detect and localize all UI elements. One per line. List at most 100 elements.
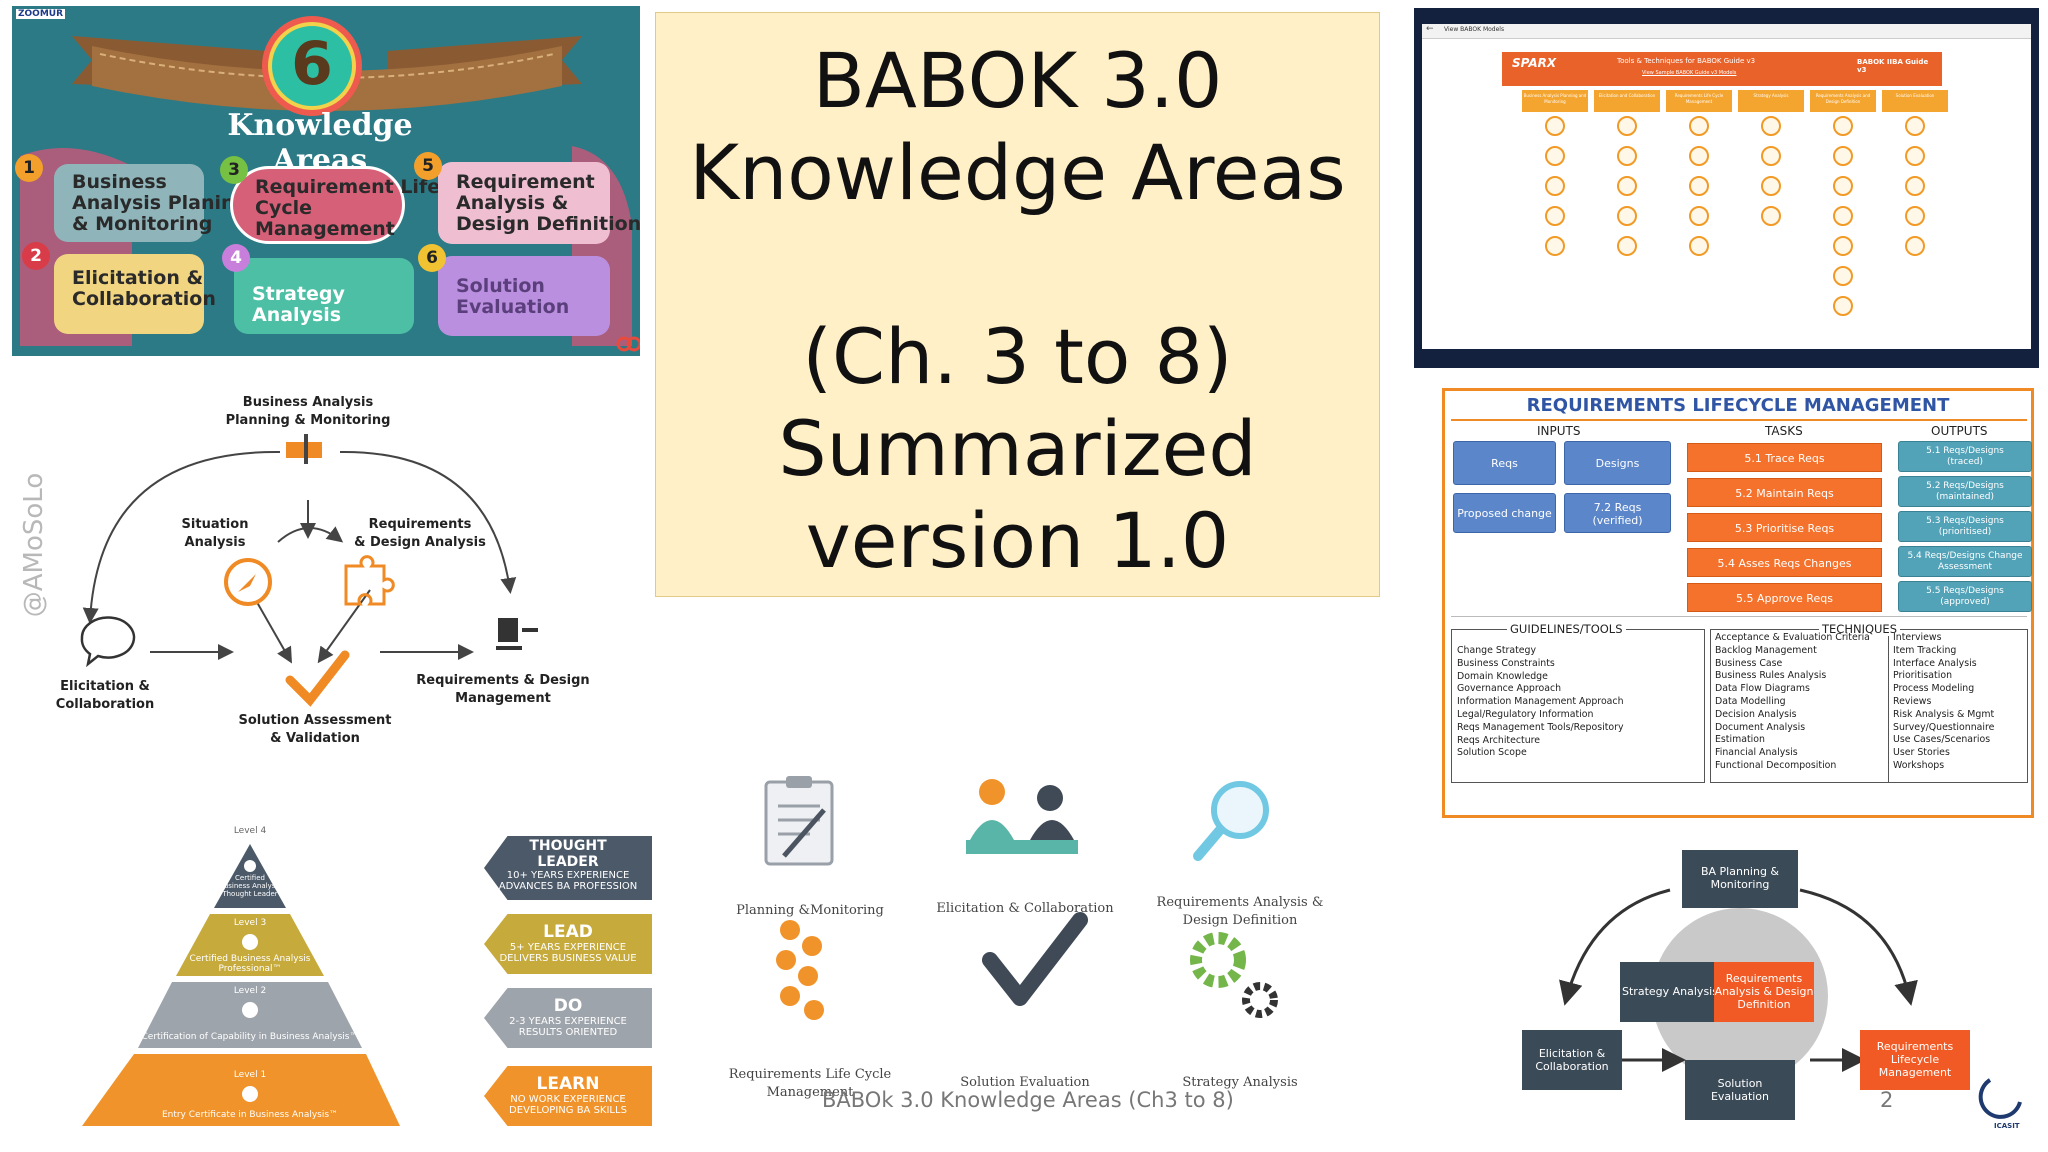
label-situation: Situation Analysis: [181, 517, 249, 550]
tag-title: LEARN: [536, 1074, 600, 1094]
list-item: Business Case: [1715, 657, 1783, 669]
icon-label-radd: Requirements Analysis & Design Definitio…: [1156, 895, 1324, 928]
ka-num-1: 1: [15, 154, 43, 182]
label-management: Requirements & Design Management: [416, 673, 590, 706]
babok-logo: BABOK IIBA Guide v3: [1857, 58, 1929, 74]
list-item: Estimation: [1715, 734, 1765, 746]
sample-models-link[interactable]: View Sample BABOK Guide v3 Models: [1642, 70, 1737, 76]
task-2: 5.2 Maintain Reqs: [1687, 478, 1882, 507]
sparx-col-6[interactable]: Solution Evaluation: [1882, 90, 1948, 112]
techniques-list-b: Interviews Item Tracking Interface Analy…: [1893, 632, 1994, 773]
sparx-col-1[interactable]: Business Analysis Planning and Monitorin…: [1522, 90, 1588, 112]
app-footer: [1422, 349, 2031, 360]
rlm-title: REQUIREMENTS LIFECYCLE MANAGEMENT: [1526, 395, 1950, 416]
ka-box-5: Requirement Analysis & Design Definition: [438, 162, 640, 244]
list-item: Risk Analysis & Mgmt: [1893, 708, 1995, 720]
list-item: Interviews: [1893, 632, 1942, 643]
list-item: Item Tracking: [1893, 644, 1957, 656]
icon-grid-graphics: [764, 776, 1278, 1020]
sparx-col-2[interactable]: Elicitation and Collaboration: [1594, 90, 1660, 112]
knowledge-areas-infographic: ZOOMUR 6 Knowledge Areas Business Analys…: [12, 6, 640, 356]
tag-subtitle: 2-3 YEARS EXPERIENCE RESULTS ORIENTED: [509, 1016, 627, 1038]
output-4: 5.4 Reqs/Designs Change Assessment: [1898, 546, 2032, 577]
back-icon[interactable]: ←: [1426, 24, 1434, 34]
output-2: 5.2 Reqs/Designs (maintained): [1898, 476, 2032, 507]
pyramid-level-3: Level 3: [233, 918, 267, 928]
label-req-design: Requirements & Design Analysis: [354, 517, 486, 550]
cycle-node-rlcm: Requirements Lifecycle Management: [1860, 1030, 1970, 1090]
list-item: Solution Scope: [1457, 747, 1527, 759]
outputs-heading: OUTPUTS: [1931, 424, 1988, 438]
pyramid-level-2-text: Certification of Capability in Business …: [141, 1032, 359, 1042]
list-item: Prioritisation: [1893, 670, 1953, 682]
techniques-list-a: Acceptance & Evaluation Criteria Backlog…: [1715, 632, 1870, 773]
list-item: Workshops: [1893, 759, 1945, 771]
lifecycle-arrows: [80, 434, 538, 707]
ka-box-1: Business Analysis Planing & Monitoring: [54, 164, 248, 242]
ka-box-6: Solution Evaluation: [438, 256, 610, 336]
cycle-node-strategy: Strategy Analysis: [1620, 962, 1720, 1022]
cycle-node-radd: Requirements Analysis & Design Definitio…: [1714, 962, 1814, 1022]
rlm-panel: REQUIREMENTS LIFECYCLE MANAGEMENT INPUTS…: [1442, 388, 2034, 818]
brand-logo: ZOOMUR: [16, 9, 66, 19]
list-item: Data Flow Diagrams: [1715, 683, 1810, 695]
list-item: Data Modelling: [1715, 695, 1786, 707]
ka-label: Requirement Life Cycle Management: [255, 176, 441, 240]
list-item: Domain Knowledge: [1457, 670, 1548, 682]
techniques-box-b: [1888, 629, 2028, 783]
ka-label: Solution Evaluation: [456, 275, 570, 318]
pyramid-level-4: Level 4: [233, 826, 267, 836]
icon-label-solution: Solution Evaluation: [960, 1075, 1090, 1090]
techniques-box-a: [1710, 629, 1889, 783]
input-reqs: Reqs: [1453, 441, 1556, 485]
icon-label-rlcm: Requirements Life Cycle Management: [728, 1067, 892, 1100]
ka-num-6: 6: [418, 244, 446, 272]
sparx-brand: SPARX: [1512, 56, 1557, 70]
list-item: Process Modeling: [1893, 683, 1975, 695]
title-divider: [1451, 419, 2027, 421]
title-line-3: (Ch. 3 to 8): [802, 312, 1233, 401]
sparx-col-5[interactable]: Requirements Analysis and Design Definit…: [1810, 90, 1876, 112]
sparx-col-4[interactable]: Strategy Analysis: [1738, 90, 1804, 112]
tag-subtitle: 5+ YEARS EXPERIENCE DELIVERS BUSINESS VA…: [499, 942, 637, 964]
ka-box-3: Requirement Life Cycle Management: [230, 166, 440, 244]
pyramid-level-3-text: Certified Business Analysis Professional…: [189, 954, 311, 974]
list-item: Reqs Architecture: [1457, 734, 1541, 746]
tab-view-babok-models[interactable]: View BABOK Models: [1444, 26, 1505, 33]
sparx-col-3[interactable]: Requirements Life Cycle Management: [1666, 90, 1732, 112]
output-3: 5.3 Reqs/Designs (prioritised): [1898, 511, 2032, 542]
output-5: 5.5 Reqs/Designs (approved): [1898, 581, 2032, 612]
ka-box-2: Elicitation & Collaboration: [54, 254, 216, 334]
ka-num-2: 2: [22, 242, 50, 270]
slide-footer: BABOk 3.0 Knowledge Areas (Ch3 to 8): [822, 1088, 1234, 1112]
ka-label: Requirement Analysis & Design Definition: [456, 171, 640, 235]
title-line-1: BABOK 3.0: [812, 36, 1223, 125]
guidelines-heading: GUIDELINES/TOOLS: [1507, 622, 1626, 636]
icon-label-elicitation: Elicitation & Collaboration: [936, 901, 1114, 916]
title-line-2: Knowledge Areas: [689, 128, 1346, 217]
list-item: Financial Analysis: [1715, 747, 1798, 759]
pyramid-graphic: [82, 844, 400, 1126]
list-item: Decision Analysis: [1715, 708, 1797, 720]
task-4: 5.4 Asses Reqs Changes: [1687, 548, 1882, 577]
label-solution: Solution Assessment & Validation: [238, 713, 392, 746]
task-1: 5.1 Trace Reqs: [1687, 443, 1882, 472]
input-proposed-change: Proposed change: [1453, 493, 1556, 533]
list-item: User Stories: [1893, 747, 1950, 759]
list-item: Reqs Management Tools/Repository: [1457, 721, 1624, 733]
tag-lead: LEAD 5+ YEARS EXPERIENCE DELIVERS BUSINE…: [484, 914, 652, 974]
list-item: Business Rules Analysis: [1715, 670, 1827, 682]
label-elicitation: Elicitation & Collaboration: [55, 679, 155, 712]
tag-thought-leader: THOUGHT LEADER 10+ YEARS EXPERIENCE ADVA…: [484, 836, 652, 900]
cycle-node-elicitation: Elicitation & Collaboration: [1522, 1030, 1622, 1090]
app-header: SPARX Tools & Techniques for BABOK Guide…: [1502, 52, 1942, 86]
list-item: Functional Decomposition: [1715, 759, 1837, 771]
tag-title: THOUGHT LEADER: [529, 838, 607, 870]
app-content: ← View BABOK Models SPARX Tools & Techni…: [1422, 24, 2031, 360]
list-item: Interface Analysis: [1893, 657, 1977, 669]
lifecycle-diagram: Business Analysis Planning & Monitoring …: [40, 390, 600, 760]
list-item: Acceptance & Evaluation Criteria: [1715, 632, 1870, 643]
title-card: BABOK 3.0 Knowledge Areas (Ch. 3 to 8) S…: [655, 12, 1380, 597]
ka-icon-grid: Planning &Monitoring Elicitation & Colla…: [720, 770, 1340, 1120]
ka-cycle-diagram: BA Planning & Monitoring Strategy Analys…: [1490, 850, 2030, 1140]
